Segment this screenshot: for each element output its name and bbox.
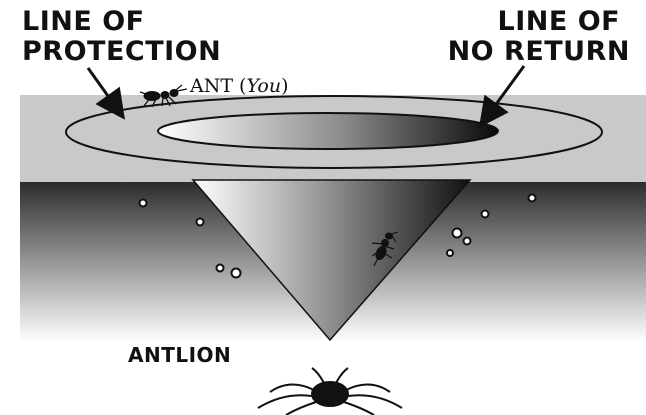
- antlion-label: ANTLION: [128, 343, 231, 367]
- line-of-protection-ring: [65, 95, 603, 169]
- arrow-icon: [478, 65, 526, 128]
- arrow-icon: [86, 67, 125, 120]
- antlion-icon: [257, 367, 403, 415]
- line-of-no-return-label: LINE OF NO RETURN: [448, 6, 630, 67]
- ant-icon: [371, 231, 399, 267]
- line-of-protection-label: LINE OF PROTECTION: [22, 6, 221, 67]
- trap-cone: [191, 179, 472, 342]
- ant-icon: [139, 84, 188, 108]
- ant-label: ANT (You): [189, 75, 288, 97]
- bubble-icon: [138, 193, 537, 279]
- line-of-no-return-pit: [157, 112, 499, 150]
